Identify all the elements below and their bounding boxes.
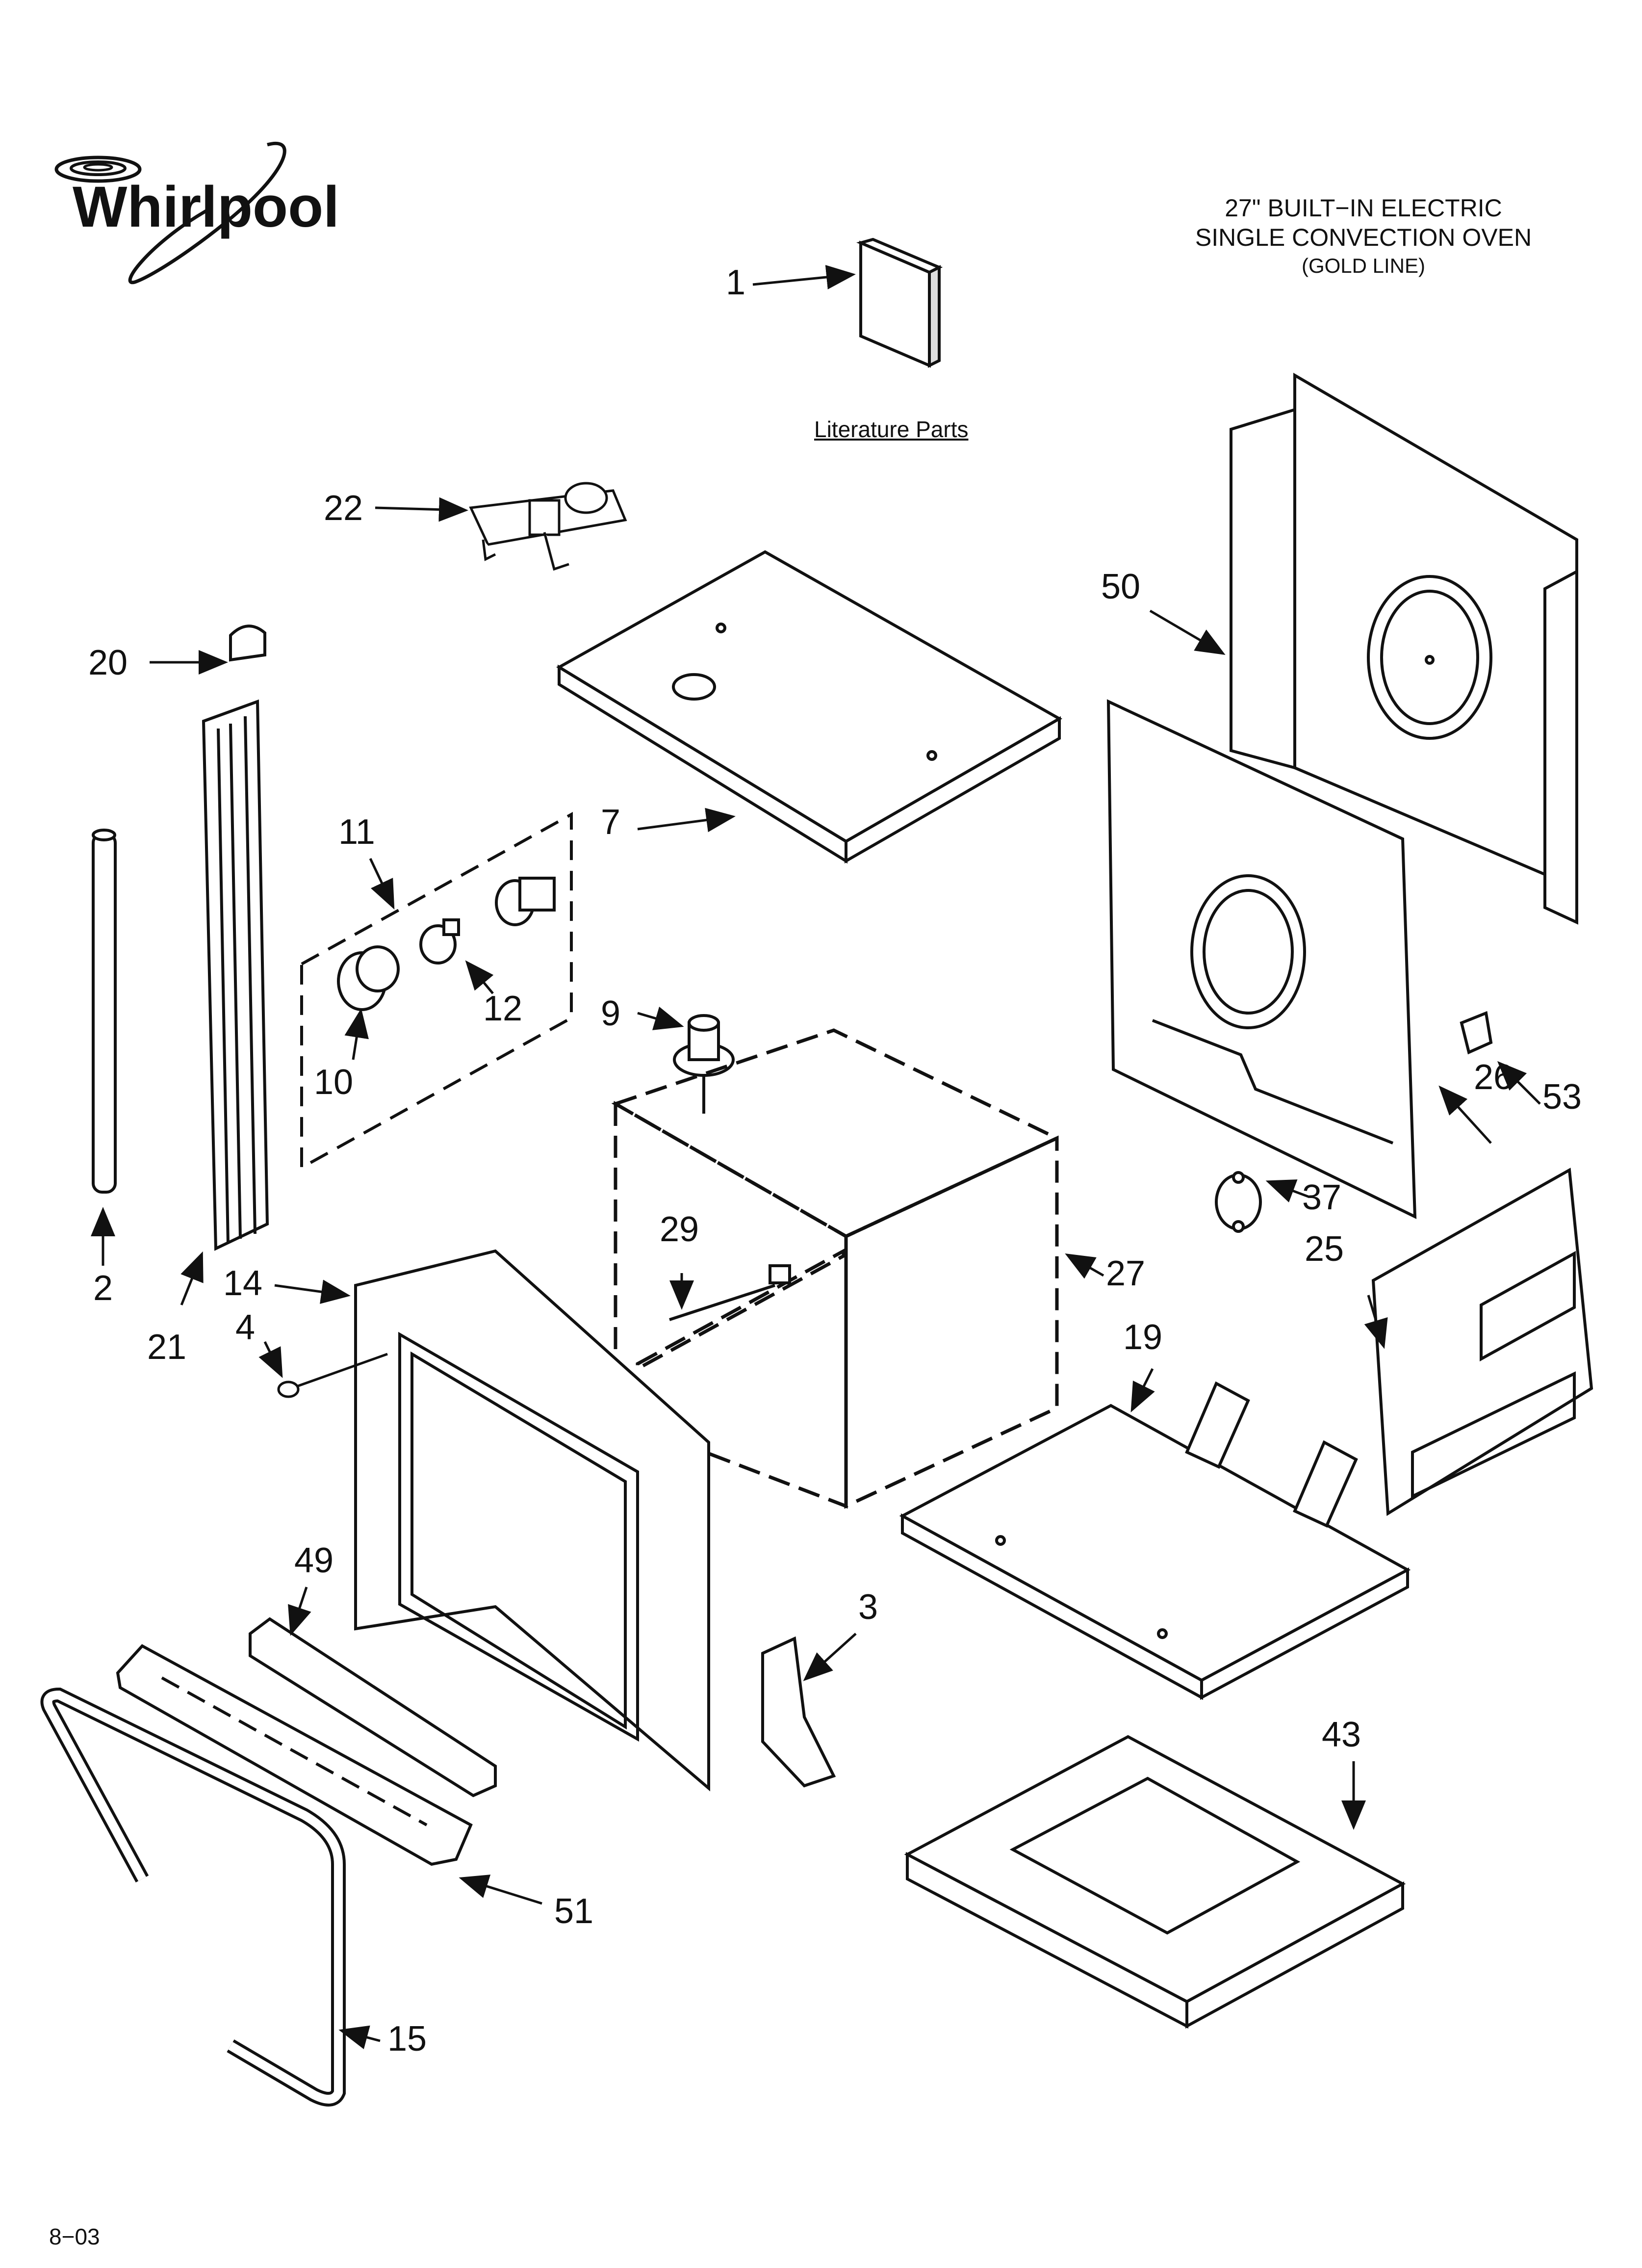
callout-22: 22 bbox=[324, 489, 363, 528]
vent-trim bbox=[116, 1644, 473, 1866]
date-code: 8−03 bbox=[49, 2224, 100, 2249]
light-socket bbox=[495, 877, 556, 926]
whirlpool-logo: Whirlpool bbox=[54, 141, 339, 285]
literature-booklet bbox=[856, 237, 943, 368]
heating-element bbox=[669, 1264, 791, 1321]
callout-2: 2 bbox=[93, 1269, 113, 1308]
mount-bracket bbox=[761, 1636, 836, 1788]
svg-text:Whirlpool: Whirlpool bbox=[73, 175, 339, 239]
rear-shield bbox=[1230, 372, 1578, 925]
callout-29: 29 bbox=[660, 1210, 699, 1249]
callout-1: 1 bbox=[726, 263, 746, 302]
rear-panel bbox=[1106, 699, 1417, 1219]
callout-26: 26 bbox=[1474, 1058, 1514, 1097]
title-line-2: SINGLE CONVECTION OVEN bbox=[1195, 224, 1532, 251]
callout-15: 15 bbox=[387, 2019, 427, 2059]
side-rod bbox=[92, 829, 117, 1194]
small-bracket bbox=[1460, 1011, 1493, 1055]
callout-12: 12 bbox=[483, 989, 523, 1028]
callout-19: 19 bbox=[1123, 1318, 1163, 1357]
callout-14: 14 bbox=[223, 1264, 263, 1303]
vertical-trim bbox=[202, 699, 269, 1251]
callout-51: 51 bbox=[554, 1892, 594, 1931]
callout-20: 20 bbox=[88, 643, 128, 682]
thermal-switch bbox=[1215, 1171, 1262, 1233]
callout-21: 21 bbox=[147, 1328, 187, 1367]
screw bbox=[277, 1353, 388, 1398]
leader-lines bbox=[91, 265, 1541, 2050]
callout-49: 49 bbox=[294, 1541, 334, 1580]
lower-trim bbox=[249, 1617, 497, 1798]
callout-9: 9 bbox=[601, 994, 621, 1033]
light-assembly-box bbox=[300, 811, 573, 1171]
end-cap bbox=[229, 625, 266, 662]
bottom-tray bbox=[904, 1735, 1406, 2029]
callout-4: 4 bbox=[235, 1308, 256, 1347]
bottom-panel bbox=[899, 1381, 1411, 1700]
callout-27: 27 bbox=[1106, 1254, 1146, 1293]
callout-3: 3 bbox=[858, 1588, 878, 1627]
callout-37: 37 bbox=[1302, 1178, 1342, 1217]
door-gasket-inner bbox=[43, 1690, 343, 2104]
sensor bbox=[673, 1014, 735, 1114]
light-bulb bbox=[419, 918, 460, 965]
front-frame bbox=[354, 1249, 710, 1792]
switch-assembly bbox=[469, 482, 627, 571]
literature-parts-label: Literature Parts bbox=[814, 417, 969, 442]
callout-25: 25 bbox=[1305, 1229, 1344, 1269]
callout-43: 43 bbox=[1322, 1715, 1361, 1754]
oven-cavity bbox=[611, 1028, 1061, 1509]
callout-7: 7 bbox=[601, 803, 621, 842]
callout-50: 50 bbox=[1101, 567, 1141, 606]
callout-10: 10 bbox=[314, 1063, 354, 1102]
light-lens bbox=[337, 945, 400, 1011]
callout-11: 11 bbox=[338, 812, 375, 852]
title-line-1: 27" BUILT−IN ELECTRIC bbox=[1225, 194, 1502, 222]
callout-53: 53 bbox=[1542, 1077, 1582, 1117]
side-panel bbox=[1371, 1168, 1593, 1516]
title-line-3: (GOLD LINE) bbox=[1301, 254, 1426, 277]
top-panel bbox=[556, 550, 1063, 864]
